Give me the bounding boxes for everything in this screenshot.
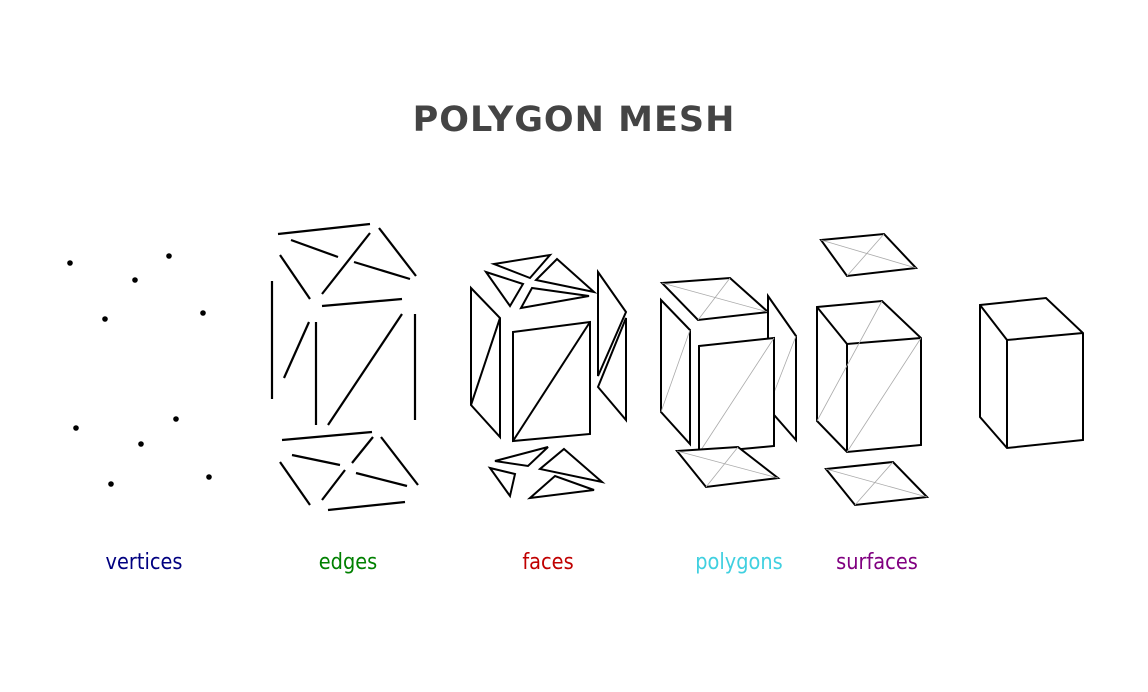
edge: [321, 469, 346, 501]
vertex: [166, 253, 172, 259]
vertex: [102, 316, 108, 322]
face-edge: [512, 321, 591, 442]
edge: [282, 321, 311, 379]
edge: [290, 238, 339, 259]
edge: [281, 430, 373, 442]
face: [490, 253, 553, 280]
edge: [327, 313, 403, 426]
face: [537, 447, 606, 484]
vertex: [138, 441, 144, 447]
vertex: [73, 425, 79, 431]
edge: [321, 232, 371, 295]
vertex: [200, 310, 206, 316]
edge: [279, 461, 311, 506]
face: [487, 466, 517, 499]
vertex: [206, 474, 212, 480]
face: [494, 446, 549, 468]
polygon-diagonal: [676, 450, 779, 479]
label-vertices: vertices: [105, 550, 183, 575]
label-faces: faces: [522, 550, 574, 575]
edge: [277, 222, 371, 236]
face: [596, 317, 627, 423]
face: [533, 257, 598, 294]
surface-diagonal: [846, 233, 885, 277]
stage-surfaces: [816, 232, 930, 507]
surface-bottom: [824, 460, 930, 507]
edge: [378, 227, 417, 277]
edge: [291, 453, 341, 467]
label-polygons: polygons: [695, 550, 783, 575]
stage-edges: [270, 222, 419, 512]
polygon-diagonal: [698, 337, 775, 454]
vertex: [108, 481, 114, 487]
polygon-diagonal: [705, 446, 739, 488]
face: [597, 268, 628, 377]
surface-diagonal: [846, 337, 922, 453]
face-edge: [470, 317, 501, 406]
edge: [351, 436, 374, 464]
polygon-diagonal: [697, 277, 731, 321]
vertex: [173, 416, 179, 422]
surface-diagonal: [820, 239, 917, 269]
solid-box: [979, 296, 1084, 450]
vertex: [67, 260, 73, 266]
surface-top: [819, 232, 919, 278]
surface-diagonal: [854, 461, 894, 506]
polygon-top: [659, 276, 771, 322]
surface-box: [816, 299, 922, 454]
vertex: [132, 277, 138, 283]
face: [519, 286, 590, 310]
edge: [353, 260, 411, 281]
stage-solid: [979, 296, 1084, 450]
polygon-diagonal: [660, 329, 691, 413]
stage-faces: [470, 253, 628, 500]
edge: [321, 297, 403, 308]
label-edges: edges: [318, 550, 378, 575]
surface-diagonal: [816, 300, 883, 422]
stage-vertices: [67, 253, 212, 487]
face: [526, 474, 595, 500]
stage-polygons: [659, 276, 797, 489]
label-surfaces: surfaces: [836, 550, 918, 575]
diagram-title: POLYGON MESH: [412, 100, 736, 140]
polygon-bottom: [675, 445, 781, 489]
face: [483, 270, 525, 308]
edge: [279, 254, 311, 300]
edge: [380, 436, 419, 486]
edge: [327, 500, 406, 512]
edge: [355, 471, 408, 488]
surface-diagonal: [825, 468, 928, 498]
